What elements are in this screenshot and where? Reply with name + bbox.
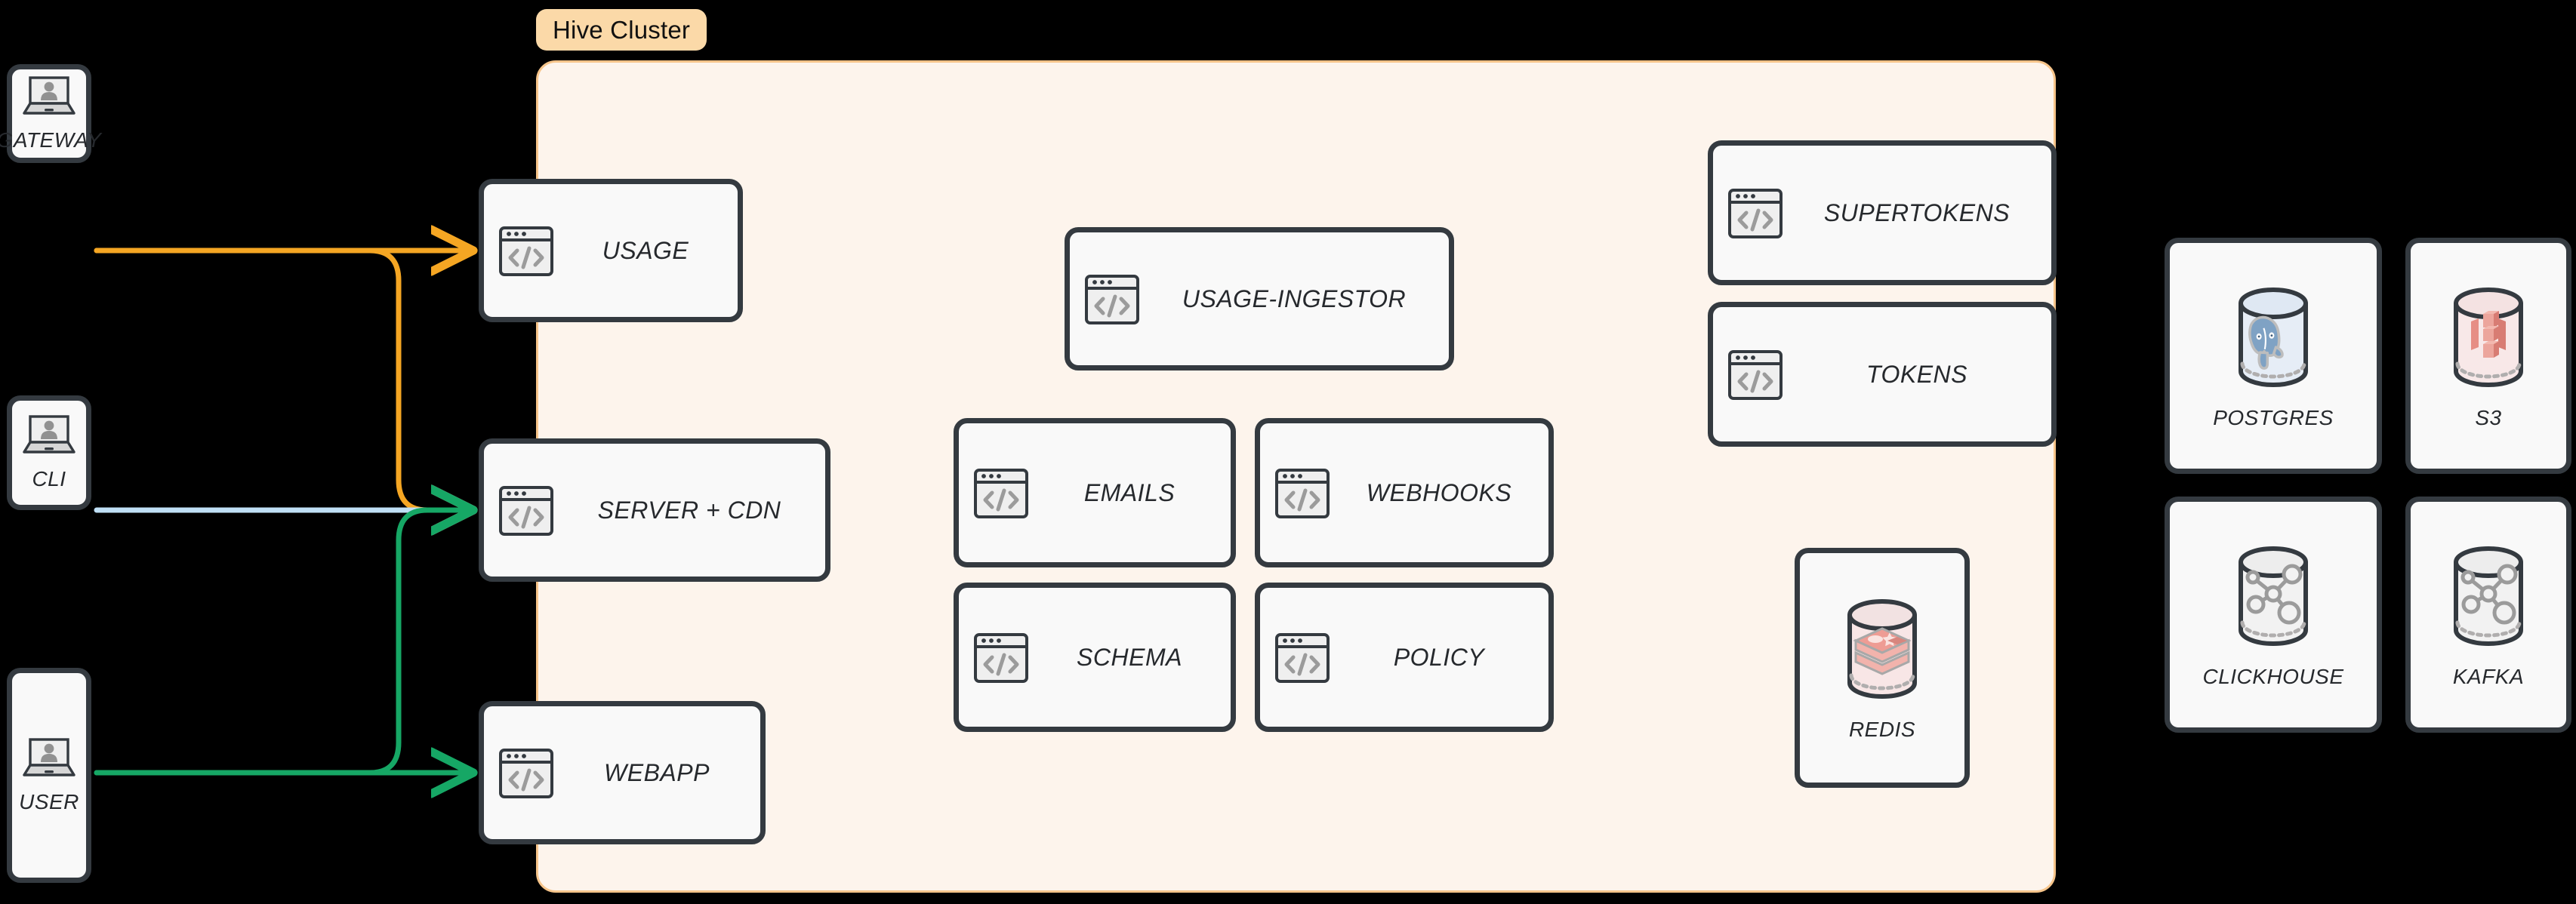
code-window-icon [491,738,561,807]
code-window-icon [1077,264,1147,334]
code-window-icon [1268,458,1337,527]
node-tokens[interactable]: TOKENS [1708,302,2057,447]
node-label: KAFKA [2452,664,2525,688]
node-redis[interactable]: REDIS [1795,548,1970,788]
node-label: WEBHOOKS [1366,478,1512,506]
code-window-icon [1721,178,1790,248]
node-usage-ingestor[interactable]: USAGE-INGESTOR [1065,227,1454,371]
node-server-cdn[interactable]: SERVER + CDN [479,438,830,582]
node-policy[interactable]: POLICY [1255,583,1554,732]
node-label: POLICY [1393,643,1485,671]
node-supertokens[interactable]: SUPERTOKENS [1708,140,2057,285]
postgres-database-icon [2224,282,2322,395]
node-label: WEBAPP [604,758,710,786]
laptop-user-icon [21,414,77,457]
laptop-user-icon [21,75,77,118]
node-label: CLI [32,467,66,490]
node-label: USAGE-INGESTOR [1182,284,1407,312]
node-label: CLICKHOUSE [2202,664,2344,688]
node-kafka[interactable]: KAFKA [2405,497,2571,733]
node-label: SERVER + CDN [597,496,781,524]
node-label: S3 [2475,405,2502,429]
node-label: USAGE [602,236,689,264]
node-webapp[interactable]: WEBAPP [479,701,766,844]
node-gateway[interactable]: GATEWAY [0,64,101,163]
connector-gateway-server [94,248,468,510]
code-window-icon [966,458,1036,527]
node-usage[interactable]: USAGE [479,179,743,322]
node-webhooks[interactable]: WEBHOOKS [1255,418,1554,567]
node-user[interactable]: USER [7,668,91,883]
node-label: REDIS [1848,718,1916,741]
graph-database-icon [2439,541,2537,654]
node-label: EMAILS [1083,478,1176,506]
node-label: GATEWAY [0,128,102,152]
code-window-icon [491,475,561,545]
node-s3[interactable]: S3 [2405,238,2571,474]
code-window-icon [491,216,561,285]
node-label: SCHEMA [1077,643,1182,671]
code-window-icon [1268,623,1337,692]
node-label: USER [19,789,79,813]
s3-database-icon [2439,282,2537,395]
node-label: SUPERTOKENS [1823,198,2011,226]
code-window-icon [1721,340,1790,409]
redis-database-icon [1833,594,1931,707]
laptop-user-icon [21,737,77,779]
connector-user-server [94,510,468,776]
hive-cluster-badge: Hive Cluster [536,9,707,51]
node-schema[interactable]: SCHEMA [954,583,1236,732]
node-cli[interactable]: CLI [7,395,91,510]
node-label: POSTGRES [2213,405,2334,429]
code-window-icon [966,623,1036,692]
node-label: TOKENS [1866,360,1967,388]
node-postgres[interactable]: POSTGRES [2165,238,2382,474]
node-clickhouse[interactable]: CLICKHOUSE [2165,497,2382,733]
node-emails[interactable]: EMAILS [954,418,1236,567]
graph-database-icon [2224,541,2322,654]
